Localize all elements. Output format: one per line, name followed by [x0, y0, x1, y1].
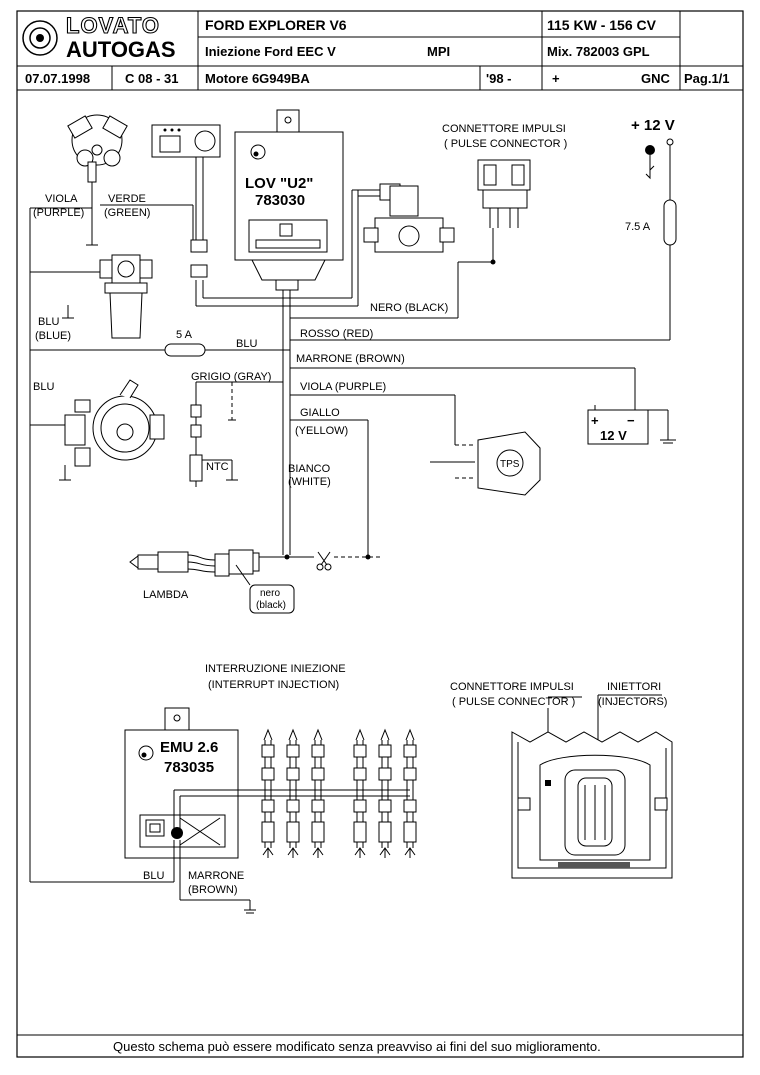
- injectors-label: INIETTORI: [607, 681, 661, 693]
- injector-connector: [353, 728, 367, 858]
- header-page: Pag.1/1: [684, 71, 730, 86]
- blu-left-label: BLU: [33, 381, 54, 393]
- pulse-connector-label-en: ( PULSE CONNECTOR ): [444, 138, 567, 150]
- battery-12v: + − 12 V: [587, 405, 676, 445]
- lambda-label: LAMBDA: [143, 589, 189, 601]
- ntc-label: NTC: [206, 461, 229, 473]
- ecu-name: LOV "U2": [245, 175, 313, 192]
- battery-label: 12 V: [600, 428, 627, 443]
- pulse-connector: CONNETTORE IMPULSI ( PULSE CONNECTOR ): [442, 123, 567, 228]
- purple-label: (PURPLE): [33, 207, 84, 219]
- injector-connector: [378, 728, 392, 858]
- marrone-bottom-label: MARRONE: [188, 870, 244, 882]
- ecu-code: 783030: [255, 192, 305, 209]
- brown-bottom-label: (BROWN): [188, 884, 238, 896]
- bianco-label: BIANCO: [288, 463, 331, 475]
- footer-disclaimer: Questo schema può essere modificato senz…: [113, 1039, 601, 1054]
- wiring: [29, 145, 671, 882]
- pulse-connector-label: CONNETTORE IMPULSI: [442, 123, 566, 135]
- header-fuel: GNC: [641, 71, 671, 86]
- interrupt-label-en: (INTERRUPT INJECTION): [208, 679, 339, 691]
- header-date: 07.07.1998: [25, 71, 90, 86]
- header-plus: +: [552, 71, 560, 86]
- header-injection-type: MPI: [427, 44, 450, 59]
- nero-label: nero: [260, 588, 280, 599]
- lambda-sensor: nero (black) LAMBDA: [129, 549, 295, 614]
- title-block: [16, 10, 744, 1058]
- blu-wire-label: BLU: [236, 338, 257, 350]
- grigio-gray-label: GRIGIO (GRAY): [191, 371, 271, 383]
- ignition-distributor: [67, 114, 128, 246]
- marrone-brown-label: MARRONE (BROWN): [296, 353, 405, 365]
- blu-label: BLU: [38, 316, 59, 328]
- pulse2-label: CONNETTORE IMPULSI: [450, 681, 574, 693]
- injector-connector: [311, 728, 325, 858]
- pressure-reducer: [59, 379, 165, 481]
- ntc-sensor: NTC: [189, 404, 238, 487]
- giallo-label: GIALLO: [300, 407, 340, 419]
- header-engine: Motore 6G949BA: [205, 71, 310, 86]
- tps-label: TPS: [500, 459, 520, 470]
- injector-harness: [30, 789, 410, 914]
- green-label: (GREEN): [104, 207, 150, 219]
- injectors-label-en: (INJECTORS): [598, 696, 667, 708]
- cut-wire-scissors-icon: [316, 551, 332, 571]
- battery-plus: +: [591, 413, 599, 428]
- gas-filter-injector: [62, 254, 153, 339]
- emu-name: EMU 2.6: [160, 739, 218, 756]
- injector-connector: [403, 728, 417, 858]
- white-label: (WHITE): [288, 476, 331, 488]
- nero-black-label: NERO (BLACK): [370, 302, 448, 314]
- logo-bottom-text: AUTOGAS: [66, 37, 176, 62]
- header-code: C 08 - 31: [125, 71, 178, 86]
- viola-purple-label: VIOLA (PURPLE): [300, 381, 386, 393]
- emu-module: EMU 2.6 783035: [124, 707, 239, 859]
- plus-12v-label: + 12 V: [631, 117, 675, 134]
- yellow-label: (YELLOW): [295, 425, 348, 437]
- rosso-red-label: ROSSO (RED): [300, 328, 373, 340]
- interrupt-label: INTERRUZIONE INIEZIONE: [205, 663, 346, 675]
- gas-solenoid-valve: [363, 183, 455, 253]
- fuse-7-5a: [663, 199, 677, 246]
- header-power: 115 KW - 156 CV: [547, 17, 657, 33]
- verde-label: VERDE: [108, 193, 146, 205]
- blu-bottom-label: BLU: [143, 870, 164, 882]
- ecu-lov-u2: LOV "U2" 783030: [234, 109, 344, 291]
- pulse2-label-en: ( PULSE CONNECTOR ): [452, 696, 575, 708]
- header-year: '98 -: [486, 71, 512, 86]
- blue-label: (BLUE): [35, 330, 71, 342]
- fuse-75-label: 7.5 A: [625, 221, 651, 233]
- injector-connectors: [261, 728, 417, 858]
- ignition-key-12v: + 12 V 7.5 A: [625, 117, 677, 246]
- logo-top-text: LOVATO: [66, 13, 160, 38]
- black-label: (black): [256, 600, 286, 611]
- injector-connector: [261, 728, 275, 858]
- emu-code: 783035: [164, 759, 214, 776]
- lovato-logo: LOVATO AUTOGAS: [22, 12, 176, 62]
- injector-rail-housing: [511, 694, 673, 879]
- fuse-5a: [164, 343, 206, 357]
- tps-sensor: TPS: [477, 431, 541, 496]
- fuse5-label: 5 A: [176, 329, 193, 341]
- map-sensor: [151, 124, 221, 278]
- injector-connector: [286, 728, 300, 858]
- header-mix: Mix. 782003 GPL: [547, 44, 650, 59]
- header-injection: Iniezione Ford EEC V: [205, 44, 336, 59]
- header-model: FORD EXPLORER V6: [205, 17, 347, 33]
- battery-minus: −: [627, 413, 635, 428]
- viola-label: VIOLA: [45, 193, 78, 205]
